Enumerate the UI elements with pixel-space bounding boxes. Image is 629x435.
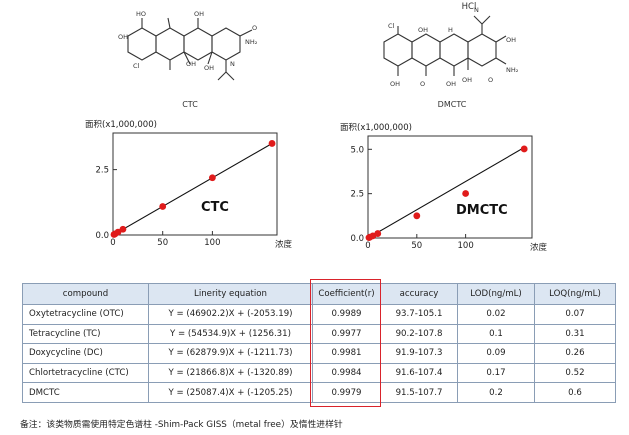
header-lod: LOD(ng/mL) <box>457 283 535 305</box>
fit-line <box>112 142 273 236</box>
x-tick-label: 0 <box>365 241 370 251</box>
svg-text:HO: HO <box>136 10 146 18</box>
data-point <box>520 145 528 153</box>
footnote: 备注：该类物质需使用特定色谱柱 -Shim-Pack GISS（metal fr… <box>20 420 343 430</box>
cell-compound: Doxycycline (DC) <box>22 343 149 364</box>
cell-accuracy: 91.5-107.7 <box>380 382 458 403</box>
cell-lod: 0.02 <box>457 304 535 325</box>
data-point <box>159 203 167 210</box>
y-tick-label: 2.5 <box>350 190 364 200</box>
table-row: DMCTC Y = (25087.4)X + (-1205.25) 0.9979… <box>22 382 616 403</box>
svg-text:OH: OH <box>506 36 516 44</box>
cell-compound: DMCTC <box>22 382 149 403</box>
cell-loq: 0.52 <box>534 362 616 384</box>
x-tick-label: 100 <box>458 241 474 251</box>
cell-loq: 0.07 <box>534 304 616 325</box>
cell-lod: 0.17 <box>457 362 535 384</box>
cell-compound: Oxytetracycline (OTC) <box>22 304 149 325</box>
data-point <box>114 228 122 236</box>
y-axis-label: 面积(x1,000,000) <box>85 119 157 130</box>
svg-text:OH: OH <box>204 64 214 72</box>
y-axis-label: 面积(x1,000,000) <box>340 122 412 133</box>
cell-equation: Y = (62879.9)X + (-1211.73) <box>148 343 313 364</box>
chart-annotation: DMCTC <box>456 203 508 218</box>
svg-text:OH: OH <box>418 26 428 34</box>
table-header-row: compound Linerity equation Coefficient(r… <box>22 283 616 305</box>
cell-compound: Chlortetracycline (CTC) <box>22 362 149 384</box>
cell-accuracy: 90.2-107.8 <box>380 323 458 345</box>
svg-text:H: H <box>448 26 453 34</box>
cell-lod: 0.2 <box>457 382 535 403</box>
data-point <box>119 225 127 233</box>
x-tick-label: 50 <box>411 241 422 251</box>
fit-line <box>367 147 525 239</box>
header-coefficient: Coefficient(r) <box>312 283 381 305</box>
header-accuracy: accuracy <box>380 283 458 305</box>
header-loq: LOQ(ng/mL) <box>534 283 616 305</box>
cell-lod: 0.1 <box>457 323 535 345</box>
x-axis-label: 浓度 <box>275 239 293 250</box>
ctc-structure: HO OH Cl OH OH O NH₂ N OH <box>118 10 258 81</box>
cell-loq: 0.26 <box>534 343 616 364</box>
cell-equation: Y = (21866.8)X + (-1320.89) <box>148 362 313 384</box>
dmctc-hcl-label: HCl <box>461 2 477 12</box>
coefficient-highlight-box <box>310 279 381 407</box>
svg-text:N: N <box>474 6 479 14</box>
cell-equation: Y = (54534.9)X + (1256.31) <box>148 323 313 345</box>
cell-accuracy: 93.7-105.1 <box>380 304 458 325</box>
svg-text:NH₂: NH₂ <box>245 38 258 46</box>
cell-accuracy: 91.6-107.4 <box>380 362 458 384</box>
cell-accuracy: 91.9-107.3 <box>380 343 458 364</box>
x-tick-label: 0 <box>110 238 115 248</box>
cell-equation: Y = (25087.4)X + (-1205.25) <box>148 382 313 403</box>
svg-text:Cl: Cl <box>388 22 395 30</box>
dmctc-calibration-chart: 0.0 2.5 5.0 0 50 100 面积(x1,000,000) 浓度 DMCTC <box>340 122 548 253</box>
y-tick-label: 0.0 <box>95 231 109 241</box>
svg-text:OH: OH <box>462 76 472 84</box>
x-tick-label: 50 <box>157 238 168 248</box>
cell-loq: 0.6 <box>534 382 616 403</box>
chart-annotation: CTC <box>201 200 229 215</box>
svg-text:O: O <box>488 76 493 84</box>
cell-equation: Y = (46902.2)X + (-2053.19) <box>148 304 313 325</box>
header-compound: compound <box>22 283 149 305</box>
data-point <box>374 230 382 237</box>
svg-text:OH: OH <box>118 33 128 41</box>
svg-text:OH: OH <box>186 60 196 68</box>
svg-text:OH: OH <box>446 80 456 88</box>
data-point <box>208 174 216 182</box>
cell-lod: 0.09 <box>457 343 535 364</box>
svg-text:O: O <box>252 24 257 32</box>
x-tick-label: 100 <box>204 238 220 248</box>
ctc-calibration-chart: 0.0 2.5 0 50 100 面积(x1,000,000) 浓度 CTC <box>85 119 293 250</box>
svg-text:NH₂: NH₂ <box>506 66 519 74</box>
linearity-results-table: compound Linerity equation Coefficient(r… <box>22 283 616 403</box>
y-tick-label: 5.0 <box>350 145 364 155</box>
plot-frame <box>112 132 278 236</box>
svg-text:OH: OH <box>390 80 400 88</box>
data-point <box>462 190 470 197</box>
table-row: Doxycycline (DC) Y = (62879.9)X + (-1211… <box>22 343 616 364</box>
table-row: Oxytetracycline (OTC) Y = (46902.2)X + (… <box>22 304 616 325</box>
y-tick-label: 0.0 <box>350 234 364 244</box>
data-point <box>268 140 276 147</box>
data-point <box>413 212 421 220</box>
dmctc-structure-caption: DMCTC <box>437 100 467 109</box>
svg-text:O: O <box>420 80 425 88</box>
cell-loq: 0.31 <box>534 323 616 345</box>
svg-text:Cl: Cl <box>133 62 140 70</box>
svg-text:OH: OH <box>194 10 204 18</box>
ctc-structure-caption: CTC <box>182 100 198 109</box>
header-linearity-equation: Linerity equation <box>148 283 313 305</box>
x-axis-label: 浓度 <box>530 242 548 253</box>
y-tick-label: 2.5 <box>95 166 109 176</box>
svg-text:N: N <box>230 60 235 68</box>
cell-compound: Tetracycline (TC) <box>22 323 149 345</box>
plot-frame <box>367 135 533 239</box>
